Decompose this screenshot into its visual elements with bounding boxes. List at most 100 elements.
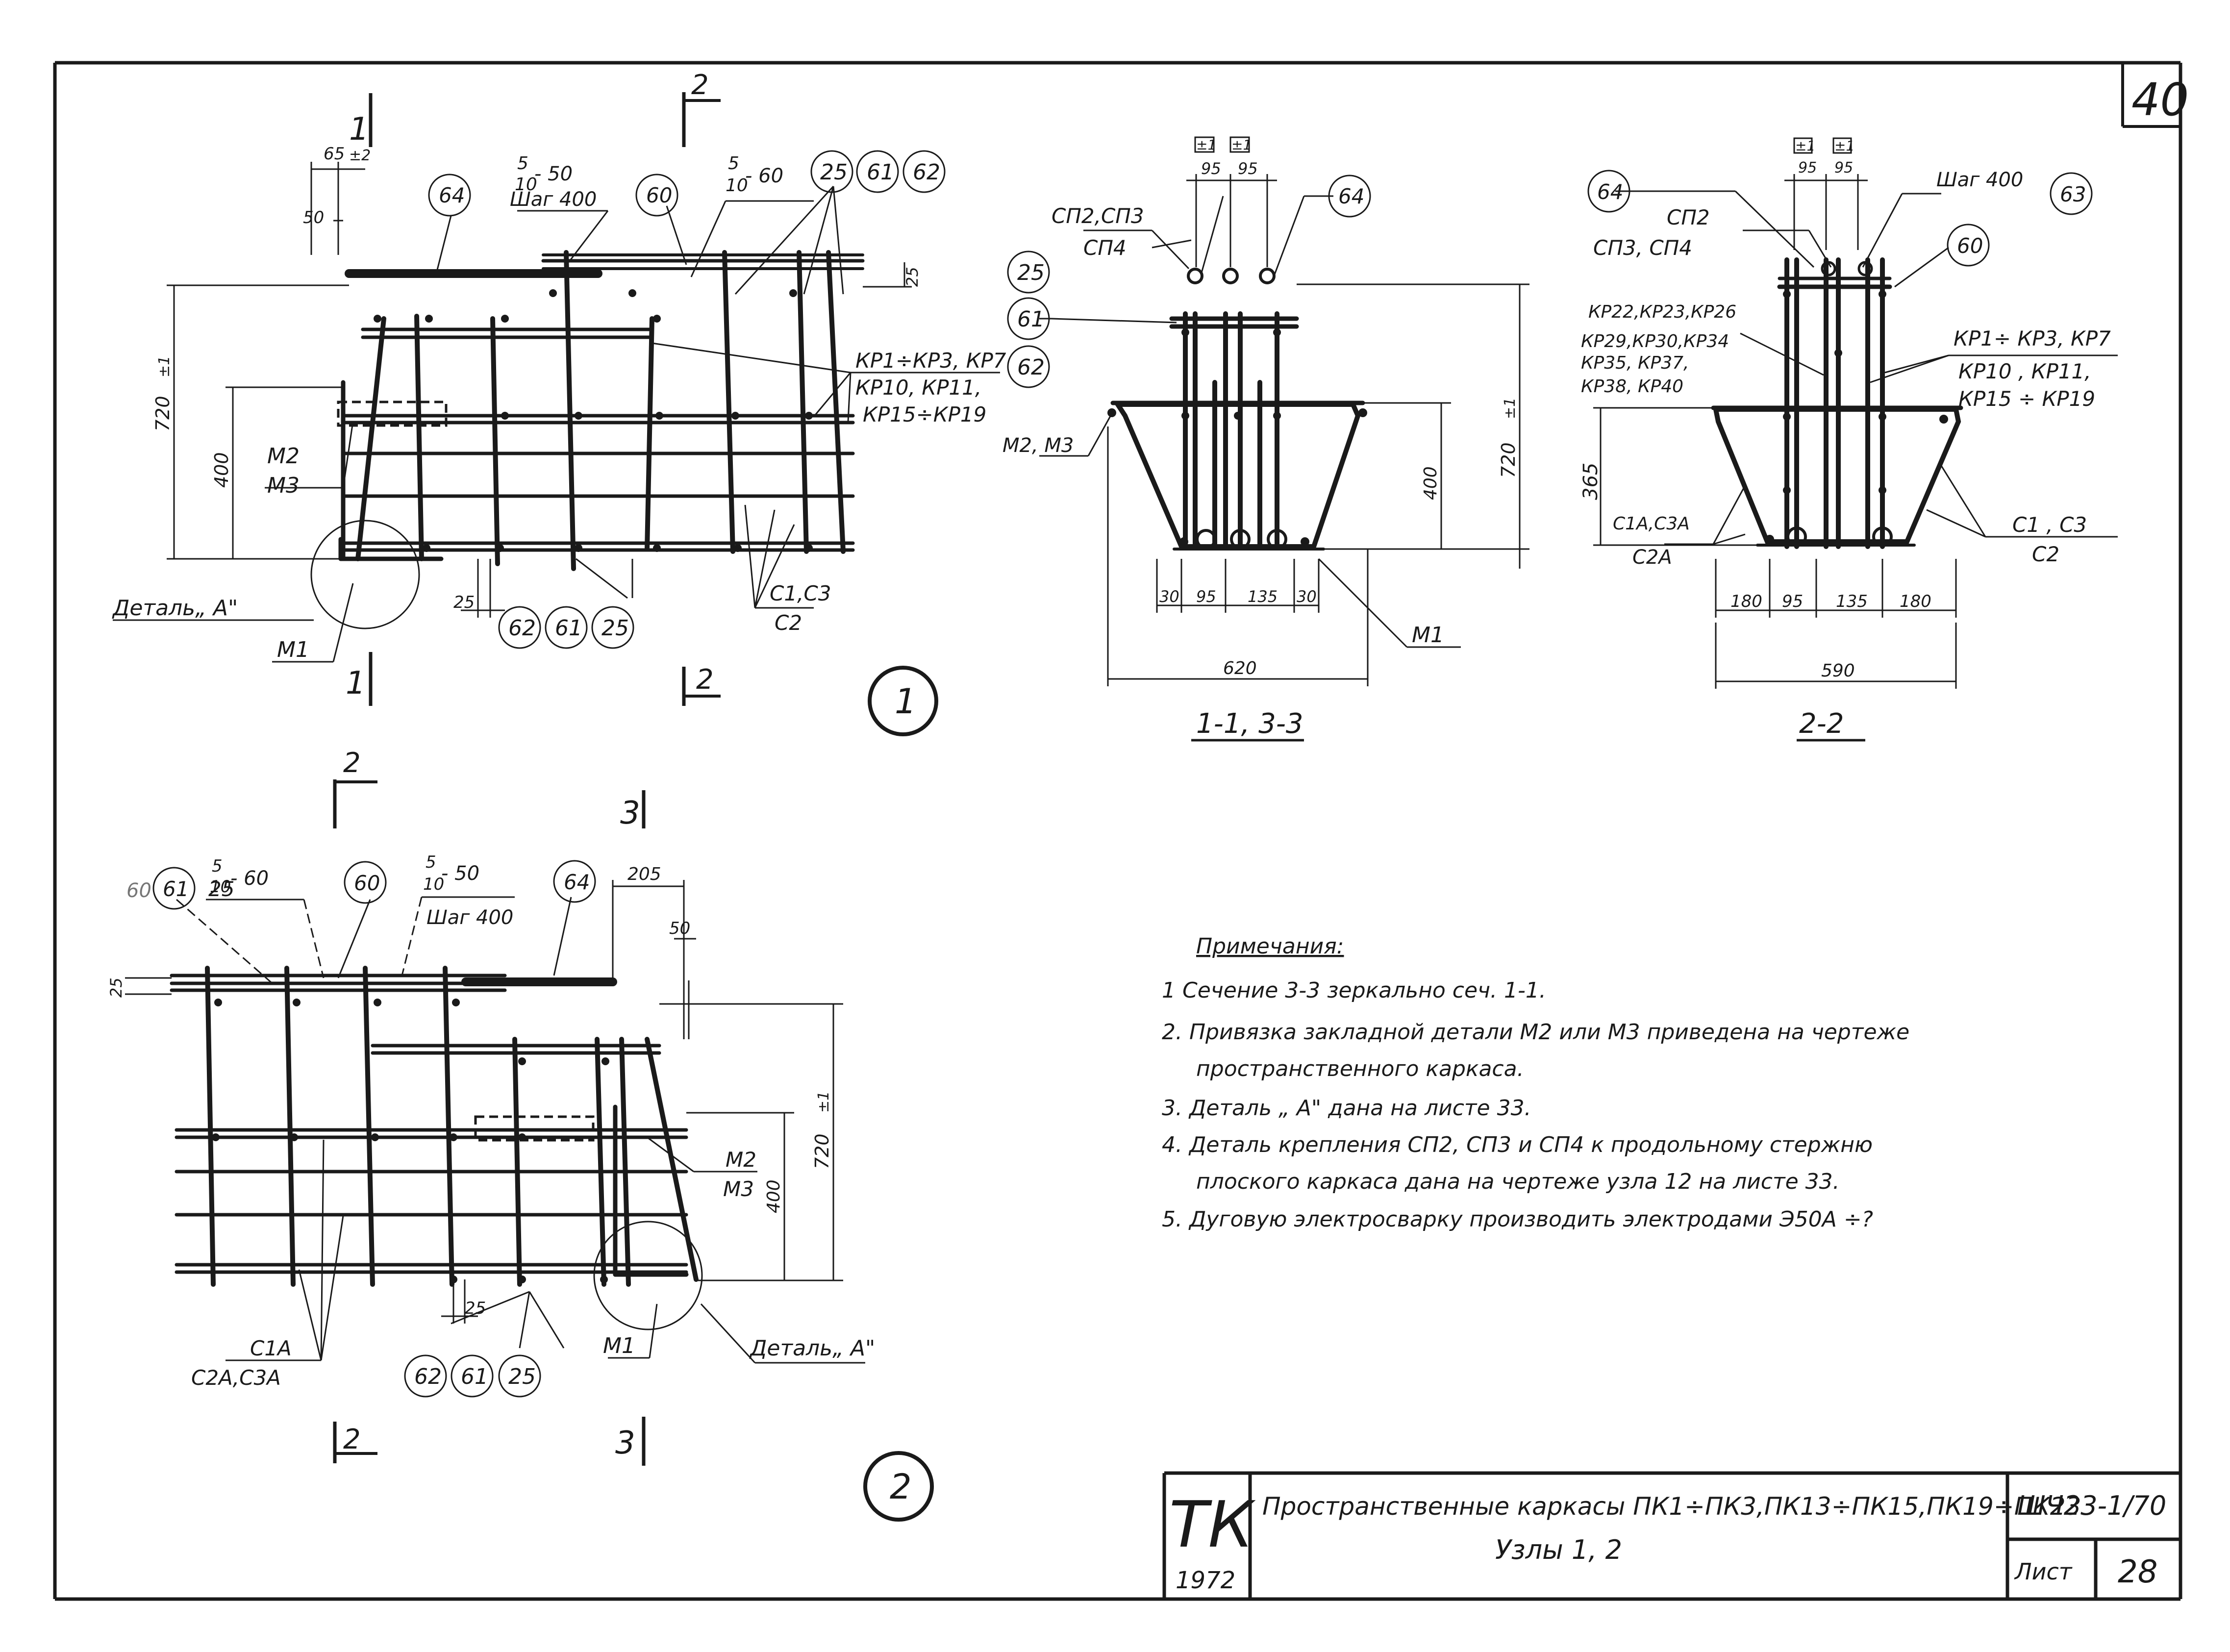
title-line-2: Узлы 1, 2 bbox=[1495, 1534, 1622, 1565]
sec22-sp-top: СП2 bbox=[1667, 205, 1710, 229]
sec11-dim-720: 720 bbox=[1498, 442, 1519, 478]
node2-pos-61: 61 bbox=[163, 877, 189, 901]
sec22-kr-a2: КР29,КР30,КР34 bbox=[1581, 331, 1729, 351]
sec22-tol-b: ±1 bbox=[1834, 138, 1854, 154]
node1-weld2-len: - 60 bbox=[745, 165, 783, 187]
sec11-dim-135: 135 bbox=[1248, 587, 1278, 606]
sec22-cA-top: С1А,С3А bbox=[1613, 514, 1690, 534]
node1-weld2-bot: 10 bbox=[726, 175, 748, 196]
sec22-c-bot: С2 bbox=[2032, 542, 2059, 566]
title-block bbox=[1162, 1471, 2180, 1599]
node1-kr-line1: КР1÷КР3, КР7 bbox=[855, 349, 1006, 373]
node2-tol-720: ±1 bbox=[815, 1091, 832, 1113]
section-1-1-title: 1-1, 3-3 bbox=[1196, 708, 1303, 740]
sec22-step: Шаг 400 bbox=[1936, 169, 2023, 191]
node2-weld2-len: - 50 bbox=[441, 862, 479, 885]
cut-1-label-bottom: 1 bbox=[346, 665, 366, 701]
node-2-view bbox=[125, 779, 934, 1522]
node1-pos-61: 61 bbox=[867, 160, 894, 185]
node2-cut-3-label-bottom: 3 bbox=[615, 1425, 635, 1461]
node1-dim-400: 400 bbox=[211, 452, 232, 488]
sec22-tol-a: ±1 bbox=[1795, 138, 1815, 154]
sec11-pos-61: 61 bbox=[1017, 307, 1045, 332]
sec11-dim-95: 95 bbox=[1196, 587, 1216, 606]
node2-cut-3-label-top: 3 bbox=[620, 795, 640, 831]
sec11-dim-30b: 30 bbox=[1297, 587, 1317, 606]
node1-dim-25-bottom: 25 bbox=[453, 593, 475, 612]
sec11-dim-95b: 95 bbox=[1238, 159, 1258, 178]
title-year: 1972 bbox=[1176, 1567, 1235, 1594]
node1-m2: М2 bbox=[267, 444, 300, 469]
node1-pos-61-bottom: 61 bbox=[555, 616, 582, 641]
node1-pos-64: 64 bbox=[439, 183, 465, 207]
section-1-1-view bbox=[1007, 136, 1529, 742]
node2-cut-2-label-bottom: 2 bbox=[343, 1424, 361, 1455]
node2-weld1-top: 5 bbox=[212, 856, 223, 876]
node1-detail-a: Деталь„ А" bbox=[112, 596, 238, 621]
sec22-kr-a1: КР22,КР23,КР26 bbox=[1588, 302, 1736, 322]
sec22-c-top: С1 , С3 bbox=[2012, 513, 2087, 537]
sec22-dim-590: 590 bbox=[1821, 661, 1855, 681]
node2-m1: М1 bbox=[603, 1333, 635, 1358]
sec22-kr-b3: КР15 ÷ КР19 bbox=[1958, 387, 2095, 411]
node2-dim-50: 50 bbox=[669, 919, 690, 938]
sec11-pos-62: 62 bbox=[1017, 355, 1045, 380]
node1-weld2-top: 5 bbox=[728, 153, 739, 174]
node1-pos-62-bottom: 62 bbox=[508, 616, 536, 641]
node1-dim-50: 50 bbox=[303, 208, 324, 227]
node2-pos-60-left: 60 bbox=[126, 879, 151, 902]
sec22-pos-63: 63 bbox=[2060, 182, 2086, 206]
node2-weld2-top: 5 bbox=[426, 852, 436, 872]
node2-pos-25-bottom: 25 bbox=[508, 1364, 536, 1389]
node2-c-top: С1А bbox=[250, 1336, 292, 1360]
sec22-dim-135: 135 bbox=[1836, 592, 1868, 611]
note-line-1: 1 Сечение 3-3 зеркально сеч. 1-1. bbox=[1162, 978, 1546, 1003]
node2-dim-25-bottom: 25 bbox=[465, 1299, 486, 1318]
node1-m3: М3 bbox=[267, 473, 300, 498]
note-line-4: 3. Деталь „ А" дана на листе 33. bbox=[1162, 1096, 1531, 1121]
sec22-pos-64: 64 bbox=[1597, 180, 1623, 204]
sec22-kr-a4: КР38, КР40 bbox=[1581, 376, 1683, 397]
sec11-tol-a: ±1 bbox=[1196, 137, 1216, 153]
sec11-pos-64: 64 bbox=[1338, 184, 1364, 208]
node1-dim-65: 65 bbox=[324, 144, 345, 164]
corner-sheet-number: 40 bbox=[2131, 74, 2189, 126]
node2-pos-62-bottom: 62 bbox=[414, 1364, 442, 1389]
node1-weld1-bot: 10 bbox=[515, 175, 537, 195]
node2-detail-a: Деталь„ А" bbox=[749, 1336, 875, 1361]
sec22-dim-180b: 180 bbox=[1900, 592, 1931, 611]
node2-m2: М2 bbox=[726, 1148, 756, 1172]
title-code: ШЧ23-1/70 bbox=[2017, 1490, 2166, 1521]
node1-pos-60: 60 bbox=[646, 183, 672, 207]
node2-weld1-len: - 60 bbox=[230, 867, 269, 890]
sec22-pos-60: 60 bbox=[1957, 234, 1983, 258]
note-line-5: 4. Деталь крепления СП2, СП3 и СП4 к про… bbox=[1162, 1132, 1873, 1157]
notes-heading: Примечания: bbox=[1196, 934, 1344, 959]
title-sheet-number: 28 bbox=[2118, 1554, 2157, 1590]
sec22-cA-bot: С2А bbox=[1632, 546, 1672, 569]
node2-dim-720: 720 bbox=[811, 1133, 833, 1169]
sec11-sp-bot: СП4 bbox=[1083, 236, 1127, 260]
sec22-dim-95b: 95 bbox=[1834, 159, 1853, 176]
sec11-m23: М2, М3 bbox=[1002, 434, 1074, 457]
note-line-7: 5. Дуговую электросварку производить эле… bbox=[1162, 1207, 1873, 1232]
node2-weld2-step: Шаг 400 bbox=[426, 906, 513, 929]
node2-pos-64: 64 bbox=[564, 870, 590, 894]
note-line-3: пространственного каркаса. bbox=[1196, 1056, 1524, 1081]
node1-dim-25-right: 25 bbox=[903, 267, 922, 287]
sec22-kr-a3: КР35, КР37, bbox=[1581, 353, 1689, 373]
node-1-view bbox=[113, 92, 1000, 736]
node1-c-line2: С2 bbox=[775, 611, 802, 635]
title-org-stamp: ТК bbox=[1169, 1487, 1256, 1562]
sec11-dim-620: 620 bbox=[1223, 658, 1257, 678]
node1-kr-line2: КР10, КР11, bbox=[855, 375, 981, 400]
sec11-dim-95a: 95 bbox=[1201, 159, 1221, 178]
node-2-number: 2 bbox=[890, 1467, 912, 1507]
title-line-1: Пространственные каркасы ПК1÷ПК3,ПК13÷ПК… bbox=[1262, 1492, 2081, 1521]
node1-c-line1: С1,С3 bbox=[770, 581, 831, 605]
sec11-m1: М1 bbox=[1412, 623, 1444, 648]
node2-c-bot: С2А,С3А bbox=[191, 1366, 281, 1390]
section-2-2-view bbox=[1587, 137, 2118, 742]
node2-dim-25-left: 25 bbox=[107, 977, 125, 998]
